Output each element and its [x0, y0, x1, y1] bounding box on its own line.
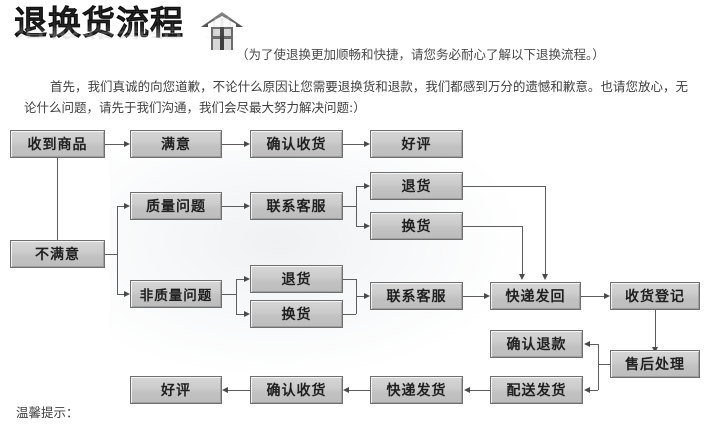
connector-exchange1-down	[522, 226, 523, 275]
flow-node-ship-out[interactable]: 快递发货	[370, 376, 463, 404]
connector-shipout-confirm	[349, 390, 370, 391]
arrowhead-confirm-receipt-top	[244, 140, 250, 147]
flow-node-ship-back[interactable]: 快递发回	[490, 282, 581, 310]
connector-unsatisfied-stub	[105, 254, 118, 255]
flow-node-return-2[interactable]: 退货	[250, 265, 343, 293]
connector-to-dispatch	[590, 390, 598, 391]
connector-contact-split-stub	[343, 206, 357, 207]
intro-paragraph: 首先，我们真诚的向您道歉，不论什么原因让您需要退换货和退款，我们都感到万分的遗憾…	[24, 79, 688, 115]
flow-node-unsatisfied[interactable]: 不满意	[10, 240, 105, 268]
connector-received-unsatisfied	[57, 158, 58, 240]
connector-return1-down	[545, 186, 546, 275]
arrowhead-dispatch	[584, 386, 590, 393]
connector-satisfied-confirm	[222, 144, 244, 145]
arrowhead-exchange-1	[364, 222, 370, 229]
connector-unsatisfied-split	[117, 206, 118, 294]
flow-node-good-review-top[interactable]: 好评	[370, 130, 463, 158]
arrowhead-ship-out	[464, 386, 470, 393]
arrowhead-non-quality-issue	[124, 290, 130, 297]
arrowhead-satisfied	[124, 140, 130, 147]
arrowhead-good-review-top	[364, 140, 370, 147]
connector-contact-split	[356, 186, 357, 227]
flow-node-receipt-log[interactable]: 收货登记	[610, 282, 700, 310]
arrowhead-contact-cs-1	[244, 202, 250, 209]
arrowhead-good-review-bottom	[222, 386, 228, 393]
connector-aftersales-stub	[598, 364, 610, 365]
flow-node-confirm-receipt-top[interactable]: 确认收货	[250, 130, 343, 158]
arrowhead-ship-back-from-exchange1	[518, 274, 525, 280]
connector-contact2-shipback	[463, 296, 484, 297]
arrowhead-quality-issue	[124, 202, 130, 209]
flow-node-contact-cs-2[interactable]: 联系客服	[370, 282, 463, 310]
flow-node-after-sales[interactable]: 售后处理	[610, 350, 700, 378]
connector-to-exchange-2	[236, 314, 244, 315]
connector-to-return-2	[236, 279, 244, 280]
connector-to-non-quality-issue	[117, 294, 124, 295]
connector-exchange2-merge	[343, 314, 356, 315]
header-subtitle: （为了使退换更加顺畅和快捷，请您务必耐心了解以下退换流程。）	[236, 47, 605, 62]
house-icon-reflection	[205, 17, 239, 49]
connector-received-satisfied	[105, 144, 124, 145]
header: 退换货流程 退换货流程	[14, 3, 184, 66]
flow-node-exchange-2[interactable]: 换货	[250, 300, 343, 328]
connector-to-exchange-1	[356, 226, 364, 227]
arrowhead-ship-back	[484, 292, 490, 299]
page-title: 退换货流程	[14, 3, 184, 42]
connector-confirm-review-bottom	[228, 390, 250, 391]
flow-node-non-quality-issue[interactable]: 非质量问题	[130, 280, 222, 308]
connector-nonquality-split	[236, 279, 237, 314]
flow-node-dispatch[interactable]: 配送发货	[490, 376, 583, 404]
flow-node-good-review-bottom[interactable]: 好评	[130, 376, 222, 404]
flow-node-quality-issue[interactable]: 质量问题	[130, 192, 222, 220]
flow-node-return-1[interactable]: 退货	[370, 172, 463, 200]
connector-to-confirm-refund	[590, 344, 598, 345]
flow-node-satisfied[interactable]: 满意	[130, 130, 222, 158]
connector-return1-right	[463, 186, 546, 187]
connector-to-return-1	[356, 186, 364, 187]
connector-quality-contact	[222, 206, 244, 207]
arrowhead-contact-cs-2	[364, 292, 370, 299]
connector-to-quality-issue	[117, 206, 124, 207]
footnote-label: 温馨提示：	[16, 405, 79, 420]
arrowhead-receipt-log	[604, 292, 610, 299]
connector-exchange1-right	[463, 226, 523, 227]
connector-return2-merge	[343, 279, 356, 280]
connector-merge-to-contact2	[356, 296, 364, 297]
arrowhead-return-1	[364, 182, 370, 189]
connector-nonquality-split-stub	[222, 294, 236, 295]
connector-confirm-review	[343, 144, 364, 145]
arrowhead-ship-back-from-return1	[541, 274, 548, 280]
arrowhead-confirm-refund	[584, 340, 590, 347]
connector-aftersales-split	[598, 344, 599, 390]
connector-receiptlog-aftersales	[655, 310, 656, 348]
connector-dispatch-shipout	[470, 390, 490, 391]
flow-node-received[interactable]: 收到商品	[10, 130, 105, 158]
arrowhead-return-2	[244, 275, 250, 282]
flow-node-contact-cs-1[interactable]: 联系客服	[250, 192, 343, 220]
connector-shipback-receiptlog	[581, 296, 604, 297]
flow-node-confirm-receipt-bottom[interactable]: 确认收货	[250, 376, 343, 404]
flow-node-exchange-1[interactable]: 换货	[370, 212, 463, 240]
house-icon	[201, 12, 243, 50]
arrowhead-confirm-receipt-bottom	[343, 386, 349, 393]
arrowhead-exchange-2	[244, 310, 250, 317]
flow-node-confirm-refund[interactable]: 确认退款	[490, 330, 583, 358]
